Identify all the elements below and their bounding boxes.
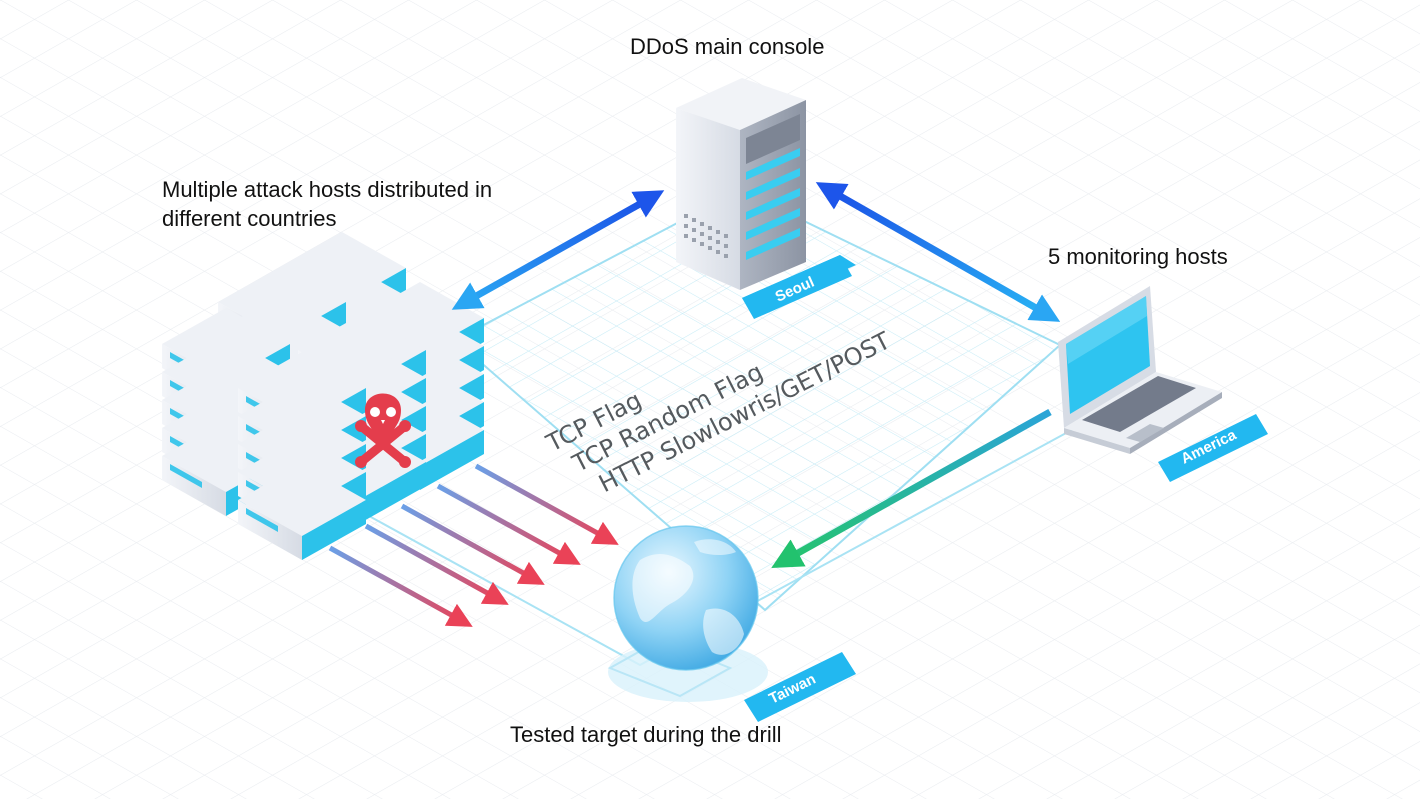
globe-icon <box>607 525 768 702</box>
laptop-icon <box>1058 286 1222 454</box>
control-arrow-console-monitoring <box>815 182 1061 322</box>
attack-arrow-4 <box>364 523 509 605</box>
console-label: DDoS main console <box>630 34 825 59</box>
attack-arrow-1 <box>474 463 619 545</box>
attack-arrow-5 <box>328 545 473 627</box>
target-label: Tested target during the drill <box>510 722 782 747</box>
monitoring-arrow-to-target <box>771 408 1052 569</box>
attack-hosts-label: Multiple attack hosts distributed in dif… <box>162 177 493 231</box>
attack-arrow-2 <box>436 483 581 565</box>
skull-icon <box>355 393 411 468</box>
control-arrow-console-attack <box>451 190 665 310</box>
attack-traffic-arrows <box>328 463 619 627</box>
attack-arrow-3 <box>400 503 545 585</box>
console-server-icon <box>676 78 806 290</box>
monitoring-label: 5 monitoring hosts <box>1048 244 1228 269</box>
